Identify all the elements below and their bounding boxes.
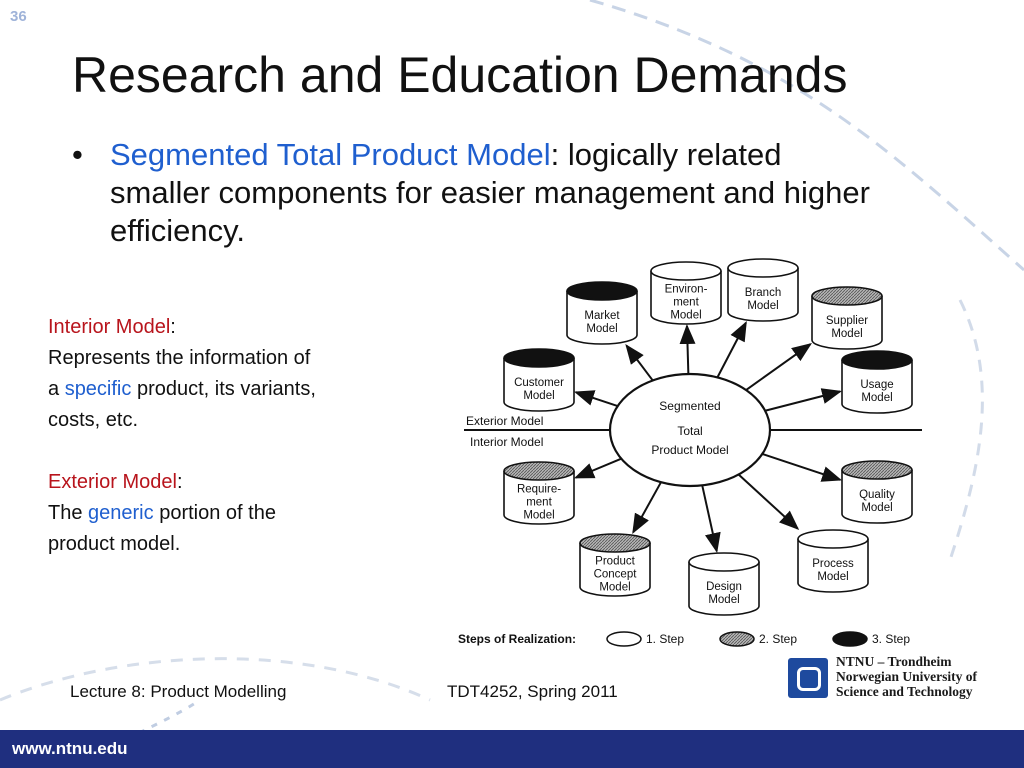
center-line-2: Total [677, 424, 702, 438]
legend-step1-swatch [606, 631, 642, 647]
exterior-heading: Exterior Model: [48, 467, 398, 498]
node-process-label-2: Model [817, 571, 848, 583]
node-product-concept-label-1: Product [595, 556, 635, 568]
node-requirement-label-1: Require- [517, 484, 561, 496]
center-line-1: Segmented [659, 399, 720, 413]
logo-line-1: NTNU – Trondheim [836, 654, 952, 669]
bottom-bar: www.ntnu.edu [0, 730, 1024, 768]
bullet-rest: : logically related smaller components f… [110, 137, 870, 248]
node-environment-label-1: Environ- [665, 284, 708, 296]
footer-course: TDT4252, Spring 2011 [447, 682, 618, 701]
node-quality-label-1: Quality [859, 489, 895, 501]
node-design-label-1: Design [706, 581, 742, 593]
interior-title: Interior Model [48, 316, 171, 338]
arrow-to-quality [761, 453, 843, 482]
bullet-highlight: Segmented Total Product Model [110, 137, 551, 172]
arrow-to-customer [574, 390, 618, 408]
arrow-to-market [625, 343, 654, 382]
interior-specific: specific [64, 378, 132, 400]
interior-line2: a specific product, its variants, [48, 374, 398, 405]
node-quality-label-2: Model [861, 502, 892, 514]
exterior-rest: portion of the [153, 502, 276, 524]
exterior-line1: The generic portion of the [48, 498, 398, 529]
legend-step2-swatch [719, 631, 755, 647]
node-product-concept-label-3: Model [599, 582, 630, 594]
arrow-to-supplier [745, 342, 812, 391]
interior-line3: costs, etc. [48, 409, 139, 431]
arrow-to-product-concept [632, 481, 662, 534]
footer-lecture: Lecture 8: Product Modelling [70, 682, 287, 701]
bullet-text: Segmented Total Product Model: logically… [110, 136, 872, 250]
exterior-title: Exterior Model [48, 471, 177, 493]
slide-title: Research and Education Demands [72, 47, 848, 103]
exterior-line2: product model. [48, 533, 181, 555]
exterior-model-label: Exterior Model [466, 414, 543, 428]
node-supplier-label-2: Model [831, 328, 862, 340]
legend-step2-label: 2. Step [759, 632, 797, 646]
node-product-concept-label-2: Concept [594, 569, 638, 581]
footer-url[interactable]: www.ntnu.edu [12, 739, 128, 758]
legend-step3-swatch [832, 631, 868, 647]
arrow-to-branch [716, 320, 747, 378]
ntnu-logo-text: NTNU – Trondheim Norwegian University of… [836, 654, 1024, 699]
legend-step1-label: 1. Step [646, 632, 684, 646]
interior-rest: product, its variants, [131, 378, 316, 400]
arrow-to-requirement [574, 457, 622, 479]
exterior-generic: generic [88, 502, 154, 524]
slide-number: 36 [10, 8, 27, 25]
node-design-label-2: Model [708, 594, 739, 606]
node-environment-label-2: ment [673, 297, 699, 309]
node-branch-label-1: Branch [745, 287, 781, 299]
logo-line-3: Science and Technology [836, 684, 973, 699]
interior-model-label: Interior Model [470, 435, 543, 449]
exterior-the: The [48, 502, 89, 524]
node-market-label-1: Market [584, 310, 620, 322]
segmented-model-diagram: Exterior Model Interior Model Segmented … [458, 258, 922, 647]
legend-step3-label: 3. Step [872, 632, 910, 646]
arrows-layer [574, 320, 843, 553]
node-usage-label-2: Model [861, 392, 892, 404]
interior-a: a [48, 378, 65, 400]
arrow-to-environment [679, 323, 696, 375]
legend-title: Steps of Realization: [458, 632, 576, 646]
node-customer-label-1: Customer [514, 377, 564, 389]
arrow-to-usage [764, 388, 843, 412]
interior-heading: Interior Model: [48, 312, 398, 343]
arrow-to-process [737, 473, 800, 530]
logo-line-2: Norwegian University of [836, 669, 977, 684]
center-line-3: Product Model [651, 443, 728, 457]
ntnu-logo-icon [788, 658, 828, 698]
node-customer-label-2: Model [523, 390, 554, 402]
legend: Steps of Realization: 1. Step 2. Step 3.… [458, 631, 910, 647]
center-ellipse [608, 372, 772, 488]
interior-colon: : [170, 316, 176, 338]
interior-line1: Represents the information of [48, 347, 311, 369]
node-usage-label-1: Usage [860, 379, 893, 391]
bullet-marker: • [72, 137, 83, 172]
node-requirement-label-3: Model [523, 510, 554, 522]
node-environment-label-3: Model [670, 310, 701, 322]
nodes-layer: Environ-mentModelBranchModelSupplierMode… [503, 258, 913, 616]
node-process-label-1: Process [812, 558, 854, 570]
node-branch-label-2: Model [747, 300, 778, 312]
arrow-to-design [701, 485, 721, 553]
node-requirement-label-2: ment [526, 497, 552, 509]
model-description: Interior Model: Represents the informati… [48, 312, 398, 560]
node-supplier-label-1: Supplier [826, 315, 868, 327]
node-market-label-2: Model [586, 323, 617, 335]
main-bullet: • Segmented Total Product Model: logical… [72, 136, 872, 250]
exterior-colon: : [176, 471, 183, 493]
